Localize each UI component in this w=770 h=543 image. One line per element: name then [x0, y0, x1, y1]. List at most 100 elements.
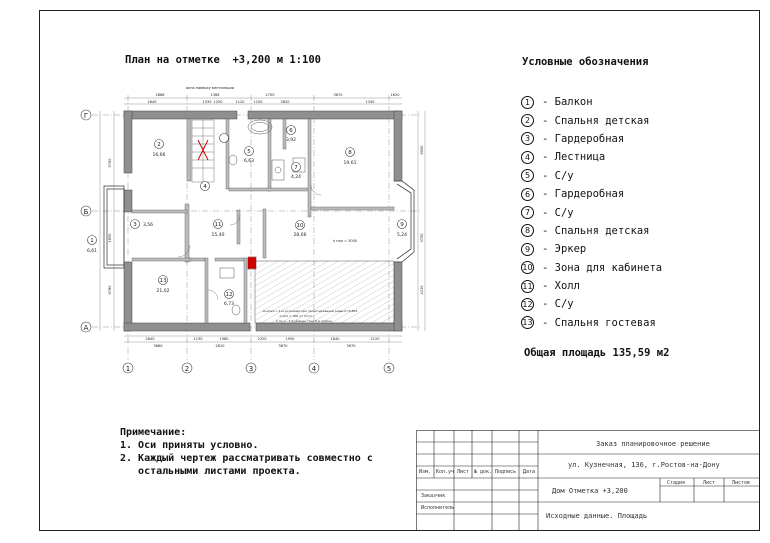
- legend-number: 13: [521, 316, 534, 330]
- legend-number: 6: [521, 187, 534, 201]
- legend-label: - Балкон: [542, 96, 593, 109]
- plan-note: монтаж с 2-м уклонами при проектировании…: [263, 309, 358, 313]
- room-area: 6,73: [224, 301, 234, 307]
- axis-bubbles: [80, 109, 395, 374]
- legend-item: 9- Эркер: [521, 240, 662, 258]
- room-number: 10: [297, 223, 304, 229]
- axis-label: Г: [84, 112, 88, 120]
- dimension-text: 2868: [156, 93, 165, 97]
- outer-walls: [123, 110, 403, 332]
- legend-label: - Зона для кабинета: [542, 261, 663, 274]
- plan-title: План на отметке +3,200 м 1:100: [125, 54, 321, 66]
- room-area: 19,61: [344, 160, 357, 166]
- legend-label: - Спальня детская: [542, 114, 650, 127]
- room-number: 8: [348, 150, 352, 156]
- legend-number: 12: [521, 297, 534, 311]
- legend-label: - С/у: [542, 206, 574, 219]
- sheet-name: Дом Отметка +3,200: [552, 487, 628, 495]
- legend-label: - Спальня гостевая: [542, 316, 656, 329]
- legend-label: - Гардеробная: [542, 132, 625, 145]
- axis-label: 5: [387, 365, 391, 373]
- plan-note: окно наверху вентиляции: [186, 86, 234, 90]
- dimension-text: 3750: [420, 234, 424, 243]
- legend-label: - Эркер: [542, 243, 587, 256]
- legend-label: - Лестница: [542, 151, 606, 164]
- col-data: Дата: [523, 469, 536, 475]
- dimension-text: 1950: [286, 337, 295, 341]
- dimension-text: 3670: [279, 344, 288, 348]
- dimension-text: 1850: [108, 234, 112, 243]
- legend-item: 4 - Лестница: [521, 148, 662, 166]
- room-number: 4: [203, 184, 207, 190]
- dimension-text: 2810: [216, 344, 225, 348]
- axis-label: 4: [312, 365, 317, 373]
- legend-item: 3 - Гардеробная: [521, 130, 662, 148]
- legend-label: - С/у: [542, 169, 574, 182]
- dimension-text: 6790: [108, 286, 112, 295]
- room-area: 16,66: [153, 152, 166, 158]
- room-area: 6,63: [244, 158, 254, 164]
- room-number: 3: [133, 222, 137, 228]
- bay-window: [394, 180, 415, 263]
- legend-number: 11: [521, 279, 534, 293]
- dimension-text: 2700: [266, 93, 275, 97]
- legend-number: 3: [521, 132, 534, 146]
- ispolnitel-label: Исполнитель: [421, 505, 455, 511]
- legend-item: 13 - Спальня гостевая: [521, 314, 662, 332]
- legend-item: 11- Холл: [521, 277, 662, 295]
- dimension-text: 4210: [420, 286, 424, 295]
- inner-walls: [131, 118, 395, 324]
- col-podpis: Подпись: [495, 469, 517, 475]
- col-ndok: № док.: [474, 469, 493, 475]
- col-list: Лист: [457, 469, 470, 475]
- room-area: 15,40: [212, 232, 225, 238]
- plan-note: h пол = 300 от пол h: [280, 314, 313, 318]
- room-number: 2: [157, 142, 161, 148]
- axis-label: 3: [249, 365, 253, 373]
- room-area: 4,24: [291, 174, 301, 180]
- stadiya-label: Стадия: [667, 480, 686, 486]
- legend-number: 1: [521, 95, 534, 109]
- dimension-text: 1340: [366, 100, 375, 104]
- legend-number: 2: [521, 114, 534, 128]
- legend-title: Условные обозначения: [522, 56, 649, 68]
- dimension-text: 2820: [281, 100, 290, 104]
- room-area: 21,02: [157, 288, 170, 294]
- dimension-text: 1840: [331, 337, 340, 341]
- legend-label: - Гардеробная: [542, 188, 625, 201]
- room-area: 3,56: [143, 222, 153, 228]
- door-swings: [177, 184, 322, 301]
- legend-number: 10: [521, 261, 534, 275]
- legend-item: 5- С/у: [521, 167, 662, 185]
- total-area: Общая площадь 135,59 м2: [524, 347, 670, 359]
- legend-number: 4: [521, 150, 534, 164]
- legend-item: 8- Спальня детская: [521, 222, 662, 240]
- room-area: 6,61: [87, 248, 97, 254]
- project-address: ул. Кузнечная, 136, г.Ростов-на-Дону: [568, 461, 720, 469]
- legend-label: - Спальня детская: [542, 224, 650, 237]
- notes-title: Примечание:: [120, 427, 187, 438]
- room-area: 5,24: [397, 232, 407, 238]
- dimension-text: 1980: [220, 337, 229, 341]
- dimension-text: 1100: [254, 100, 263, 104]
- room-number: 7: [294, 165, 298, 171]
- dimension-text: 2120: [371, 337, 380, 341]
- legend-number: 7: [521, 206, 534, 220]
- hatched-area: [254, 260, 395, 324]
- note-line: 2. Каждый чертеж рассматривать совместно…: [120, 453, 373, 464]
- dimension-text: 1620: [391, 93, 400, 97]
- note-line: остальными листами проекта.: [120, 466, 301, 477]
- dimension-text: 2320: [258, 337, 267, 341]
- legend-item: 1 - Балкон: [521, 93, 662, 111]
- axis-label: Б: [84, 208, 89, 216]
- axis-label: 1: [126, 365, 130, 373]
- dimension-text: 6000: [420, 146, 424, 155]
- dimension-text: 1366: [211, 93, 220, 97]
- dimension-text: 5700: [108, 159, 112, 168]
- dimension-text: 3670: [347, 344, 356, 348]
- room-number: 6: [289, 128, 293, 134]
- legend-item: 2 - Спальня детская: [521, 111, 662, 129]
- dimension-text: 1330: [203, 100, 212, 104]
